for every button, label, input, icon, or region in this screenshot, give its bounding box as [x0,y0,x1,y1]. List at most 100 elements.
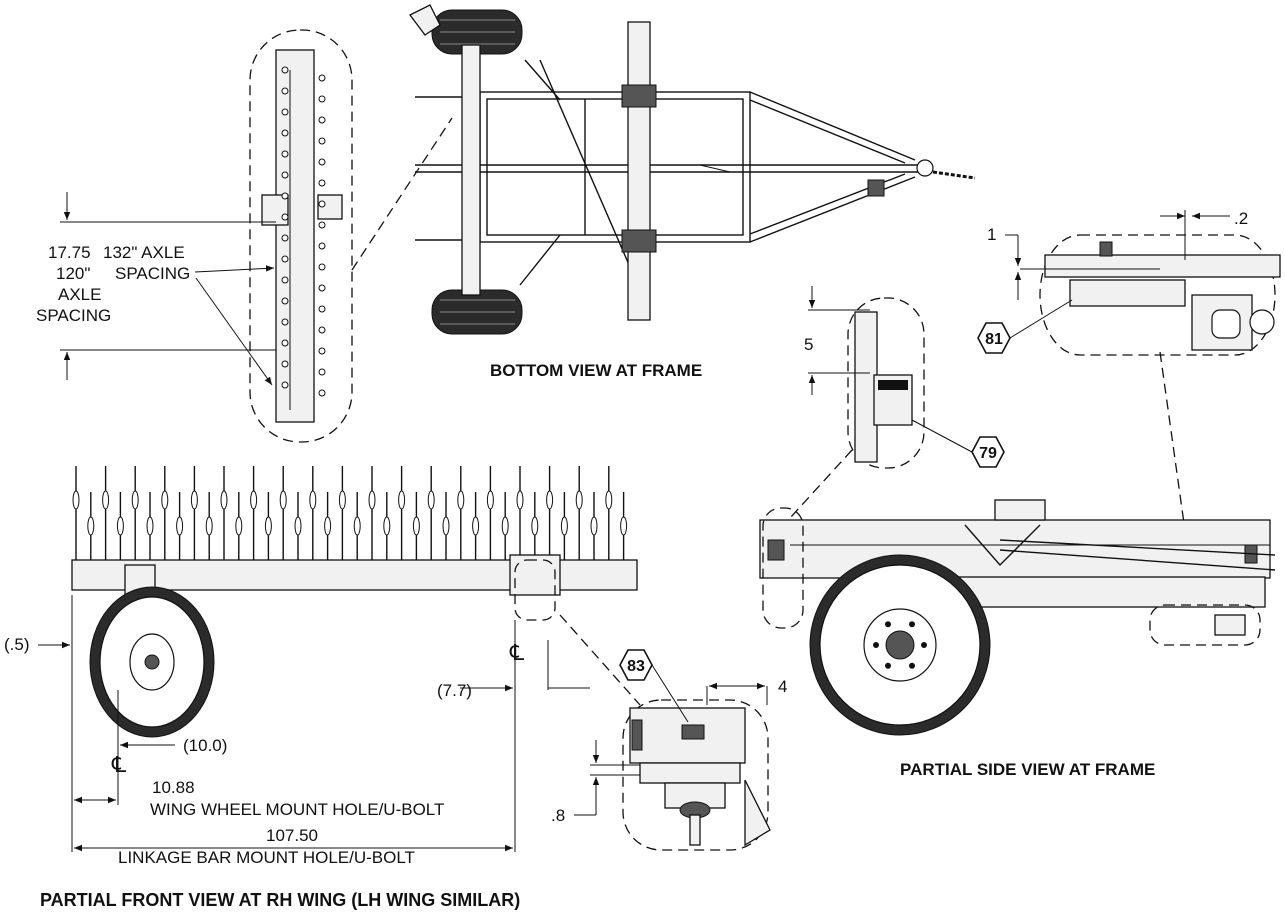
axle-hole [281,192,289,200]
axle-hole [281,87,289,95]
axle-hole [318,242,326,250]
detail-81: 1 .2 81 [977,209,1281,603]
wing-wheel-dim: 10.88 [152,778,195,797]
side-frame [759,519,1271,579]
axle-bar [275,49,315,423]
tine-coil [264,516,272,536]
axle-holes [281,66,326,397]
detail-79: 5 79 [789,286,1005,519]
tine-coil [220,490,228,510]
tine-coil [116,516,124,536]
tine-coil [102,490,110,510]
bracket-right [317,194,343,220]
axle-hole [281,129,289,137]
tine-coil [250,490,258,510]
tine-coil [309,490,317,510]
side-view-title: PARTIAL SIDE VIEW AT FRAME [900,760,1155,779]
detail-83: 4 .8 83 [551,614,787,851]
dim-05: (.5) [4,635,30,654]
callout-79 [971,436,1005,468]
safety-chain [932,170,976,180]
tine-coil [190,490,198,510]
callout-81-label: 81 [985,331,1003,348]
tine-coil [353,516,361,536]
dim-08: .8 [551,806,565,825]
tine-coil [546,490,554,510]
centerline-mark-left: ℄ [111,752,127,777]
axle-hole [281,360,289,368]
dim-5: 5 [804,335,813,354]
axle-hole [318,221,326,229]
tine-coil [590,516,598,536]
jack [867,179,885,197]
tine-coil [176,516,184,536]
spacing-word: SPACING [36,306,111,325]
dim-17-75: 17.75 [48,243,91,262]
tine-coil [235,516,243,536]
detail-boundary [249,29,353,443]
detail-83-boundary [622,699,769,851]
dim-120: 120" [56,264,90,283]
tine-coil [161,490,169,510]
axle-hole [318,305,326,313]
tine-coil [294,516,302,536]
tine-coil [516,490,524,510]
clamp-bottom [621,229,657,253]
tine-coil [146,516,154,536]
wing-wheel-text: WING WHEEL MOUNT HOLE/U-BOLT [150,800,444,819]
lug-nut [885,662,891,669]
axle-hole [318,326,326,334]
lug-nut [885,621,891,628]
tine-coil [324,516,332,536]
dim-10: (10.0) [183,736,227,755]
bottom-axle-bar [461,44,481,296]
clamp-top [621,84,657,108]
centerline-mark-right: ℄ [509,640,525,665]
axle-hole [318,116,326,124]
tine-coil [501,516,509,536]
bracket-left [261,194,289,226]
axle-hole [281,381,289,389]
tine-coil [279,490,287,510]
axle-hole [281,255,289,263]
dim-132-axle: 132" AXLE [103,243,185,262]
axle-hole [281,171,289,179]
tine-coil [486,490,494,510]
axle-spacing-detail: 17.75 120" AXLE SPACING 132" AXLE SPACIN… [36,29,453,443]
axle-hole [318,389,326,397]
lug-nut [873,642,879,648]
linkage-mount [509,554,561,596]
tine-coil [620,516,628,536]
decal-83 [681,724,705,740]
tine-coil [87,516,95,536]
axle-hole [281,318,289,326]
dim-1: 1 [987,225,996,244]
linkage-text: LINKAGE BAR MOUNT HOLE/U-BOLT [118,848,415,867]
tine-coil [605,490,613,510]
dim-02: .2 [1234,209,1248,228]
axle-hole [281,297,289,305]
axle-hole [281,213,289,221]
callout-83-label: 83 [627,658,645,675]
axle-hole [281,276,289,284]
axle-hole [318,200,326,208]
lug-nut [921,642,927,648]
dim-132-spacing: SPACING [115,264,190,283]
axle-hole [318,284,326,292]
tine-coil [531,516,539,536]
side-view: PARTIAL SIDE VIEW AT FRAME [759,499,1276,779]
detail-leader [351,117,453,271]
tine-coil [398,490,406,510]
cross-bar [627,21,651,321]
tine-coil [131,490,139,510]
axle-word: AXLE [58,285,101,304]
tine-coil [338,490,346,510]
axle-hole [281,66,289,74]
linkage-dim: 107.50 [266,826,318,845]
axle-hole [318,158,326,166]
tine-coil [412,516,420,536]
axle-hole [318,347,326,355]
harrow-tines [72,466,628,560]
jack-handle [409,4,441,36]
tine-coil [72,490,80,510]
